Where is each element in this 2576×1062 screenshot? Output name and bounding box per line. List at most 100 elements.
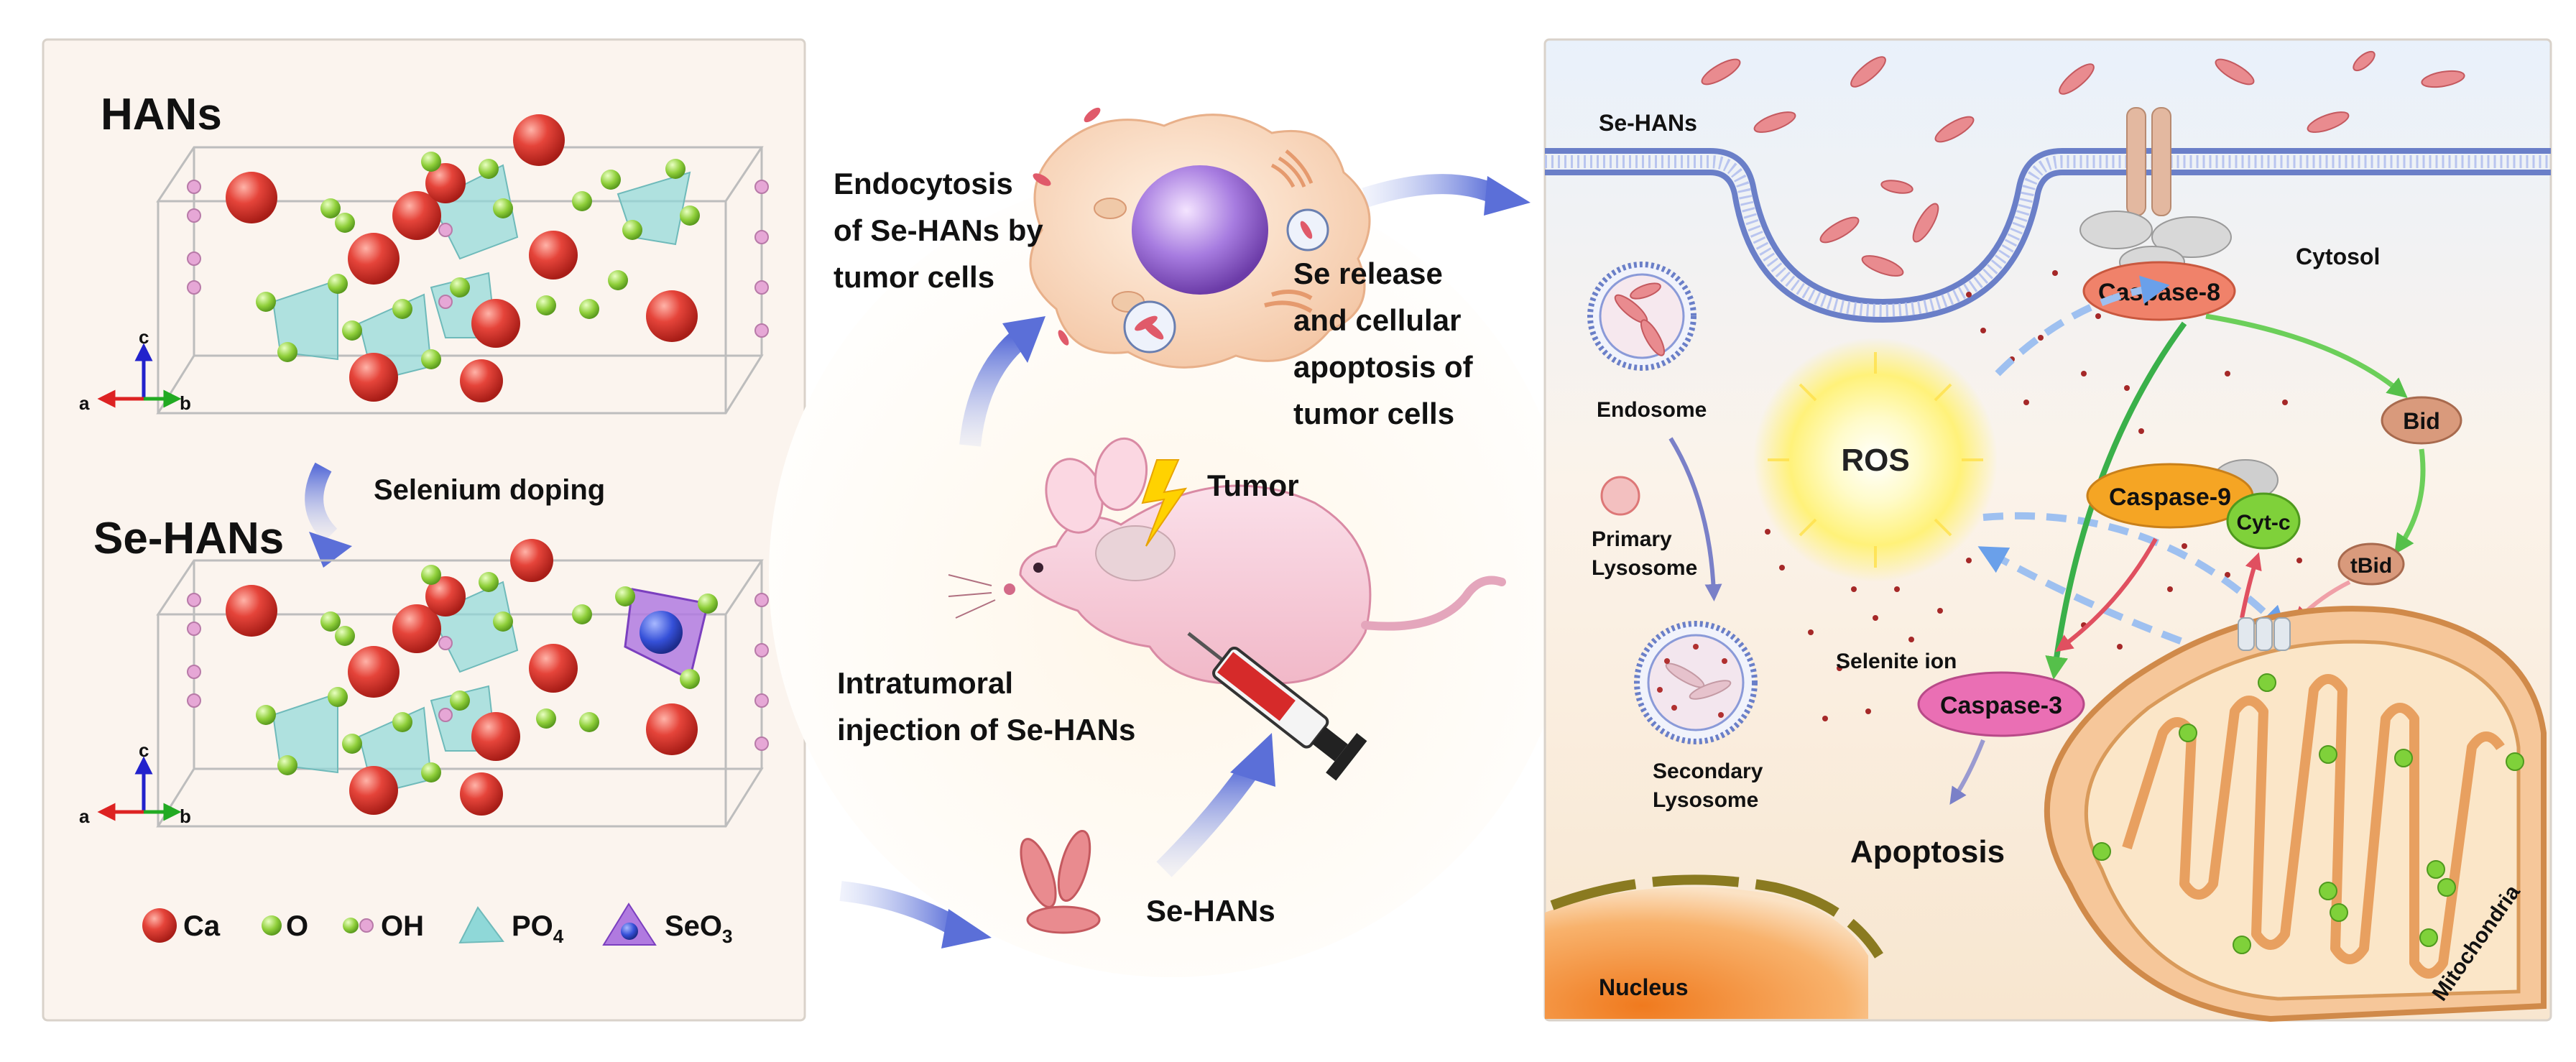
se-hans-particles <box>1020 829 1101 934</box>
se-hans-particle <box>1084 107 1101 123</box>
membrane-outer <box>1545 148 2551 305</box>
o-atom <box>579 299 599 319</box>
tbid-node <box>2337 542 2405 586</box>
injection-label: Intratumoral injection of Se-HANs <box>837 666 1135 747</box>
c-axis-label: c <box>139 326 149 348</box>
ca-atom <box>226 585 277 637</box>
selenite-label: Selenite ion <box>1836 650 1957 673</box>
legend-ca-swatch <box>142 908 177 943</box>
oh-atom <box>754 643 769 657</box>
left-panel: HANs <box>42 38 806 1022</box>
bid-to-tbid-arrow <box>2394 448 2426 555</box>
up-arrowhead <box>1002 316 1045 363</box>
endocytosis-line-1: Endocytosis <box>834 167 1013 200</box>
middle-panel: Endocytosis of Se-HANs by tumor cells Se… <box>769 107 1574 977</box>
o-atom <box>328 274 348 294</box>
oh-atom <box>754 593 769 607</box>
o-atom <box>608 270 628 290</box>
membrane-inner <box>1545 170 2551 323</box>
ca-atom <box>425 576 466 617</box>
mouse-ear <box>1094 437 1148 512</box>
legend-po4-label: PO4 <box>512 910 564 947</box>
oh-atom <box>187 208 201 223</box>
endosome-label: Endosome <box>1597 398 1707 422</box>
syringe-plunger <box>1311 726 1348 762</box>
legend-oh-swatch-h <box>359 918 374 933</box>
endosome <box>1587 262 1696 371</box>
o-atom <box>615 586 635 606</box>
ca-atom <box>460 359 503 402</box>
release-label: Se release and cellular apoptosis of tum… <box>1293 257 1474 430</box>
se-hans-particle <box>1033 173 1051 186</box>
casp9-to-casp3-arrow <box>2055 537 2158 652</box>
bid-label: Bid <box>2403 408 2440 434</box>
hans-axis: c a b <box>79 326 191 414</box>
po4-tetrahedron <box>430 164 519 260</box>
oh-atom <box>187 280 201 295</box>
o-atom <box>450 691 470 711</box>
mito-cristae <box>2122 674 2505 979</box>
ca-atom <box>226 172 277 223</box>
o-atom <box>342 320 362 341</box>
syringe-icon <box>1187 632 1367 781</box>
tumor-cell <box>1029 107 1371 369</box>
membrane-label: Se-HANs <box>1599 110 1697 136</box>
secondary-lysosome-line-2: Lysosome <box>1653 788 1758 812</box>
ros-burst <box>1753 338 1998 582</box>
nuclear-envelope <box>1550 874 1883 959</box>
release-line-4: tumor cells <box>1293 397 1454 430</box>
o-atom <box>479 572 499 592</box>
legend-oh-swatch-o <box>343 918 359 933</box>
o-atom <box>601 170 621 190</box>
caspase3-node <box>1917 671 2085 737</box>
a-axis-label: a <box>79 805 90 827</box>
po4-tetrahedron <box>272 279 338 361</box>
mouse <box>948 437 1506 685</box>
particles-up-arrowhead <box>1230 733 1275 787</box>
ca-atom <box>471 712 520 761</box>
syringe-needle <box>1187 632 1224 662</box>
er <box>1264 290 1313 313</box>
to-right-arrowhead <box>1484 176 1531 216</box>
o-atom <box>536 708 556 729</box>
ca-atom <box>348 646 400 698</box>
oh-atom <box>754 737 769 751</box>
ca-atom <box>425 163 466 203</box>
oh-atom <box>187 693 201 708</box>
secondary-lysosome-line-1: Secondary <box>1653 759 1763 783</box>
oh-atom <box>187 180 201 194</box>
left-to-particles-arrow <box>839 881 961 936</box>
syringe-fluid <box>1217 652 1296 721</box>
o-atom <box>450 277 470 297</box>
o-atom <box>665 159 685 179</box>
syringe-cap <box>1326 733 1367 781</box>
o-atom <box>421 762 441 782</box>
o-atom <box>335 626 355 646</box>
oh-atom <box>438 636 453 650</box>
endocytosis-label: Endocytosis of Se-HANs by tumor cells <box>834 167 1043 294</box>
ca-atom <box>392 604 441 653</box>
doping-arrowhead <box>309 532 352 568</box>
caspase9-label: Caspase-9 <box>2109 484 2231 511</box>
release-line-1: Se release <box>1293 257 1443 290</box>
o-atom <box>579 712 599 732</box>
oh-atom <box>438 708 453 722</box>
particle <box>1057 829 1091 902</box>
particles-up-arrow <box>1156 762 1260 877</box>
legend-po4-swatch <box>458 906 504 944</box>
endocytosis-line-2: of Se-HANs by <box>834 213 1043 247</box>
mito-to-cytc-arrow <box>2240 552 2262 619</box>
oh-atom <box>754 230 769 244</box>
b-axis-label: b <box>180 805 191 827</box>
sehans-title: Se-HANs <box>93 514 284 563</box>
se-atom <box>640 611 683 654</box>
release-line-2: and cellular <box>1293 303 1461 337</box>
nucleus <box>1545 887 1868 1019</box>
ca-atom <box>392 191 441 240</box>
tumor-label: Tumor <box>1207 468 1299 502</box>
mitochondrion-small <box>1094 198 1127 219</box>
mouse-eye <box>1033 563 1043 573</box>
oh-atom <box>187 622 201 636</box>
lightning-icon <box>1141 459 1188 547</box>
